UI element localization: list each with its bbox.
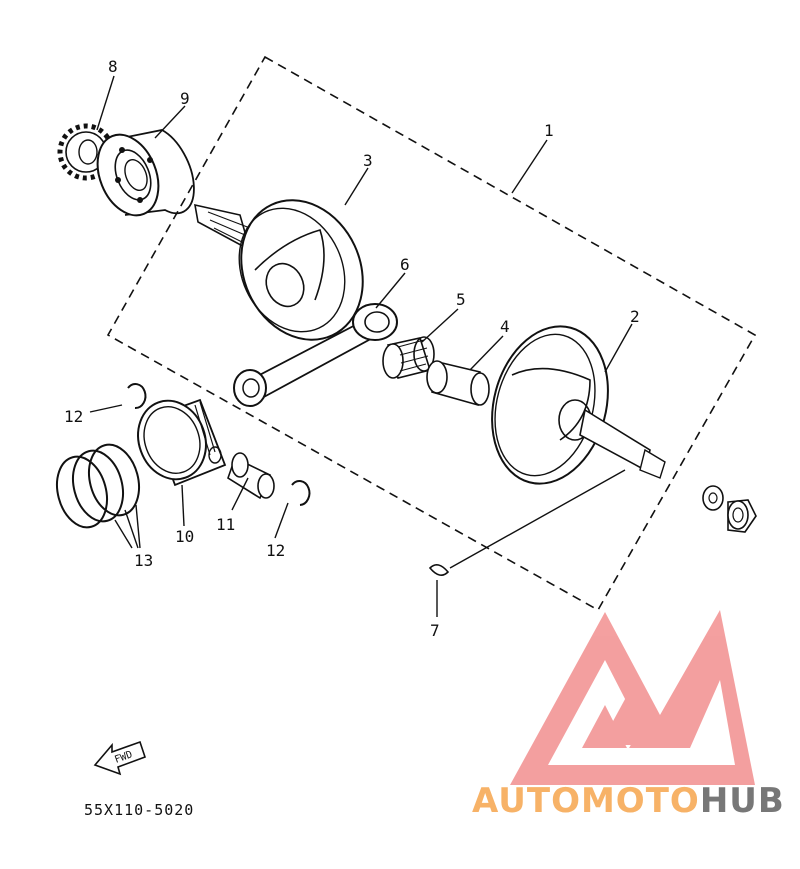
callout-7: 7 (430, 621, 440, 640)
callout-3: 3 (363, 151, 373, 170)
callout-4: 4 (500, 317, 510, 336)
crank-pin (426, 360, 490, 407)
callout-12-left: 12 (64, 407, 83, 426)
fwd-arrow-icon: FWD (93, 740, 147, 776)
callout-11: 11 (216, 515, 235, 534)
callout-1: 1 (544, 121, 554, 140)
brand-auto: AUTOMOTO (472, 781, 700, 821)
brand-hub: HUB (700, 781, 785, 821)
main-bearing (96, 129, 195, 217)
leader-lines (89, 75, 633, 617)
callout-10: 10 (175, 527, 194, 546)
callout-6: 6 (400, 255, 410, 274)
callout-2: 2 (630, 307, 640, 326)
crank-right-half (491, 325, 666, 485)
circlip-left (127, 383, 147, 410)
callout-13: 13 (134, 551, 153, 570)
circlip-right (291, 480, 311, 506)
piston-pin (227, 452, 275, 500)
piston-rings (56, 443, 140, 529)
piston (137, 398, 227, 487)
woodruff-key (428, 564, 450, 576)
part-code: 55X110-5020 (84, 801, 194, 819)
connecting-rod (233, 303, 398, 407)
callout-9: 9 (180, 89, 190, 108)
brand-logo-icon (510, 610, 755, 785)
callout-5: 5 (456, 290, 466, 309)
nut (727, 499, 757, 533)
brand-name: AUTOMOTOHUB (472, 781, 785, 821)
callout-12-right: 12 (266, 541, 285, 560)
callout-8: 8 (108, 57, 118, 76)
assembly-boundary (106, 55, 757, 612)
crank-left-half (194, 199, 364, 341)
washer (702, 485, 724, 511)
needle-bearing (382, 336, 435, 379)
